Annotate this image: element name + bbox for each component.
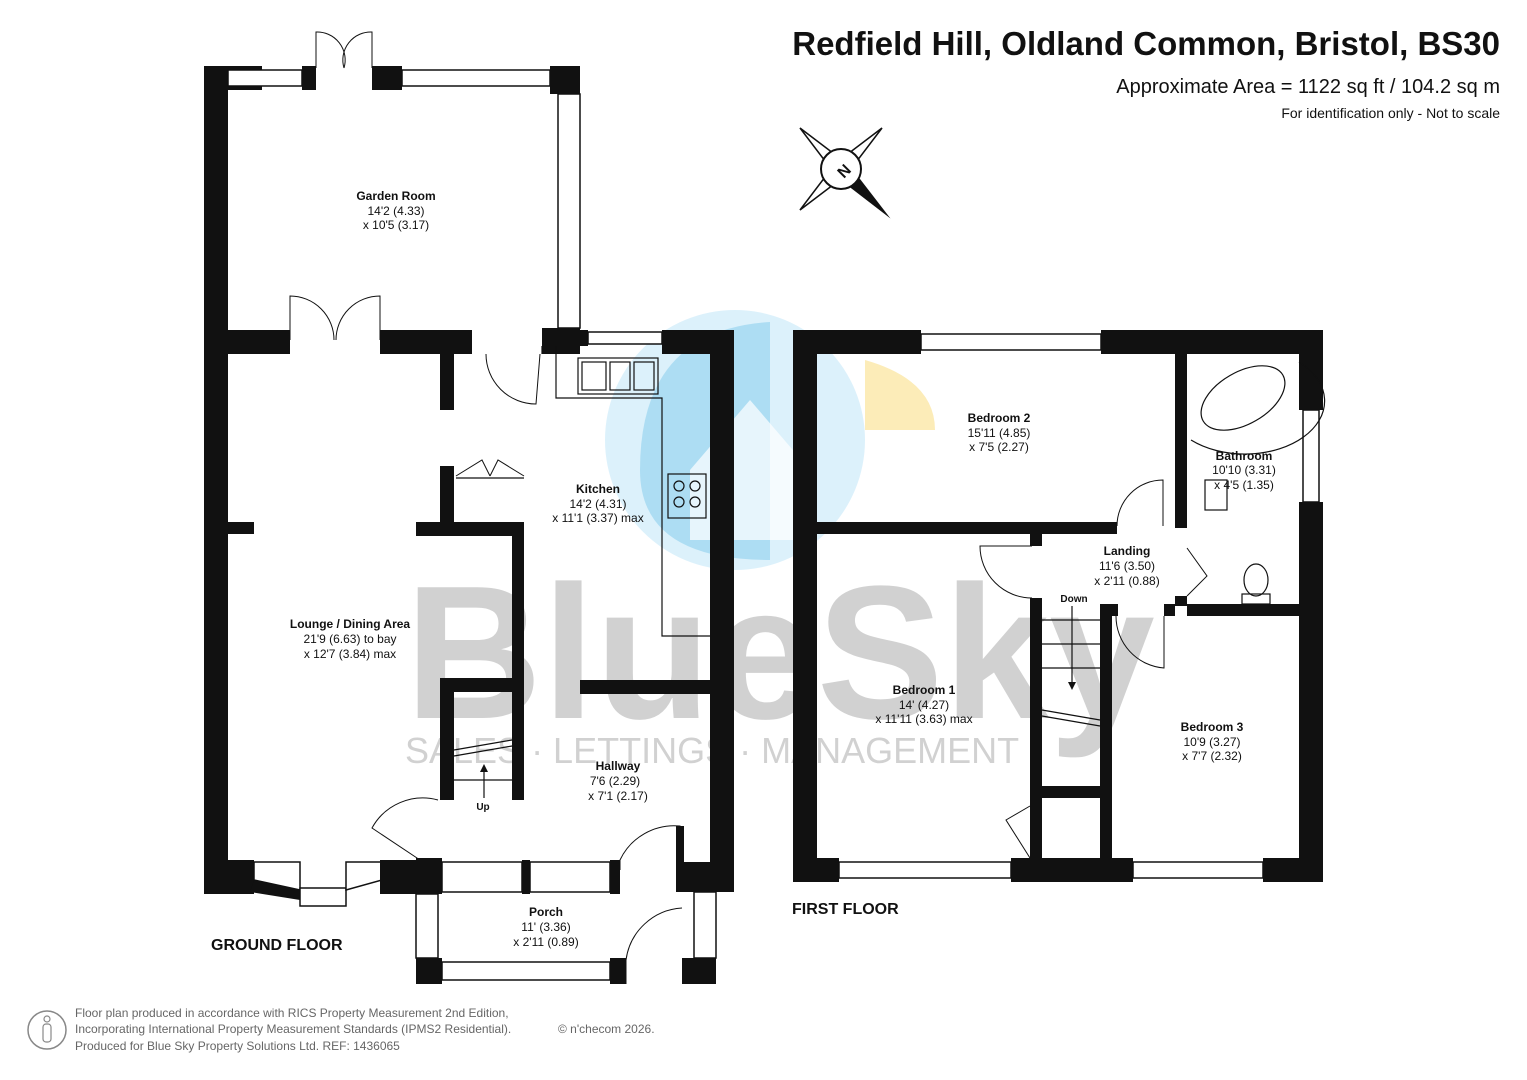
- room-dimension: 11' (3.36): [521, 920, 570, 934]
- room-bedroom-1: Bedroom 1 14' (4.27) x 11'11 (3.63) max: [875, 683, 972, 726]
- room-bedroom-2: Bedroom 2 15'11 (4.85) x 7'5 (2.27): [968, 411, 1031, 454]
- stairs-down-label: Down: [1060, 594, 1087, 605]
- room-kitchen: Kitchen 14'2 (4.31) x 11'1 (3.37) max: [552, 482, 643, 525]
- stairs-up-label: Up: [476, 802, 489, 813]
- footer-line-3: Produced for Blue Sky Property Solutions…: [75, 1039, 400, 1053]
- north-compass-icon: [799, 127, 891, 219]
- room-dimension: 14' (4.27): [899, 698, 949, 712]
- room-name: Porch: [529, 905, 563, 919]
- room-dimension: x 11'1 (3.37) max: [552, 511, 643, 525]
- room-dimension: 14'2 (4.31): [570, 497, 627, 511]
- footer-person-icon: [27, 1010, 67, 1050]
- area-summary: Approximate Area = 1122 sq ft / 104.2 sq…: [1116, 76, 1500, 98]
- room-name: Lounge / Dining Area: [290, 617, 411, 631]
- room-garden-room: Garden Room 14'2 (4.33) x 10'5 (3.17): [356, 189, 435, 232]
- room-name: Landing: [1104, 544, 1151, 558]
- room-dimension: x 7'5 (2.27): [969, 440, 1029, 454]
- disclaimer-note: For identification only - Not to scale: [1281, 105, 1500, 121]
- room-dimension: x 10'5 (3.17): [363, 218, 429, 232]
- room-dimension: 7'6 (2.29): [590, 774, 640, 788]
- room-landing: Landing 11'6 (3.50) x 2'11 (0.88): [1094, 544, 1159, 588]
- room-dimension: x 11'11 (3.63) max: [875, 712, 972, 726]
- room-name: Bedroom 2: [968, 411, 1031, 425]
- room-bathroom: Bathroom 10'10 (3.31) x 4'5 (1.35): [1212, 449, 1276, 492]
- ground-floor-label: GROUND FLOOR: [211, 937, 343, 954]
- room-dimension: x 12'7 (3.84) max: [304, 647, 396, 661]
- footer-line-1: Floor plan produced in accordance with R…: [75, 1006, 509, 1020]
- room-dimension: x 7'1 (2.17): [588, 789, 648, 803]
- room-dimension: 21'9 (6.63) to bay: [303, 632, 396, 646]
- watermark-yellow-shape: [865, 360, 935, 430]
- footer-line-2: Incorporating International Property Mea…: [75, 1022, 511, 1036]
- ground-floor-plan: [204, 31, 734, 984]
- room-name: Garden Room: [356, 189, 435, 203]
- footer-copyright: © n'checom 2026.: [558, 1022, 655, 1036]
- room-dimension: x 7'7 (2.32): [1182, 749, 1242, 763]
- room-dimension: 14'2 (4.33): [368, 204, 425, 218]
- watermark-brand: BlueSky: [405, 547, 1155, 759]
- room-porch: Porch 11' (3.36) x 2'11 (0.89): [513, 905, 578, 949]
- room-name: Bathroom: [1216, 449, 1273, 463]
- room-name: Bedroom 3: [1181, 720, 1244, 734]
- room-dimension: 10'9 (3.27): [1184, 735, 1241, 749]
- room-hallway: Hallway 7'6 (2.29) x 7'1 (2.17): [588, 759, 648, 803]
- room-dimension: 11'6 (3.50): [1099, 559, 1155, 573]
- first-floor-plan: [793, 330, 1326, 882]
- room-name: Kitchen: [576, 482, 620, 496]
- room-dimension: 10'10 (3.31): [1212, 463, 1276, 477]
- first-floor-label: FIRST FLOOR: [792, 901, 899, 918]
- room-dimension: x 2'11 (0.88): [1094, 574, 1159, 588]
- room-bedroom-3: Bedroom 3 10'9 (3.27) x 7'7 (2.32): [1181, 720, 1244, 763]
- address-title: Redfield Hill, Oldland Common, Bristol, …: [792, 25, 1500, 62]
- room-dimension: x 4'5 (1.35): [1214, 478, 1274, 492]
- room-name: Hallway: [596, 759, 641, 773]
- room-lounge-dining: Lounge / Dining Area 21'9 (6.63) to bay …: [290, 617, 411, 661]
- room-dimension: 15'11 (4.85): [968, 426, 1031, 440]
- room-dimension: x 2'11 (0.89): [513, 935, 578, 949]
- room-name: Bedroom 1: [893, 683, 956, 697]
